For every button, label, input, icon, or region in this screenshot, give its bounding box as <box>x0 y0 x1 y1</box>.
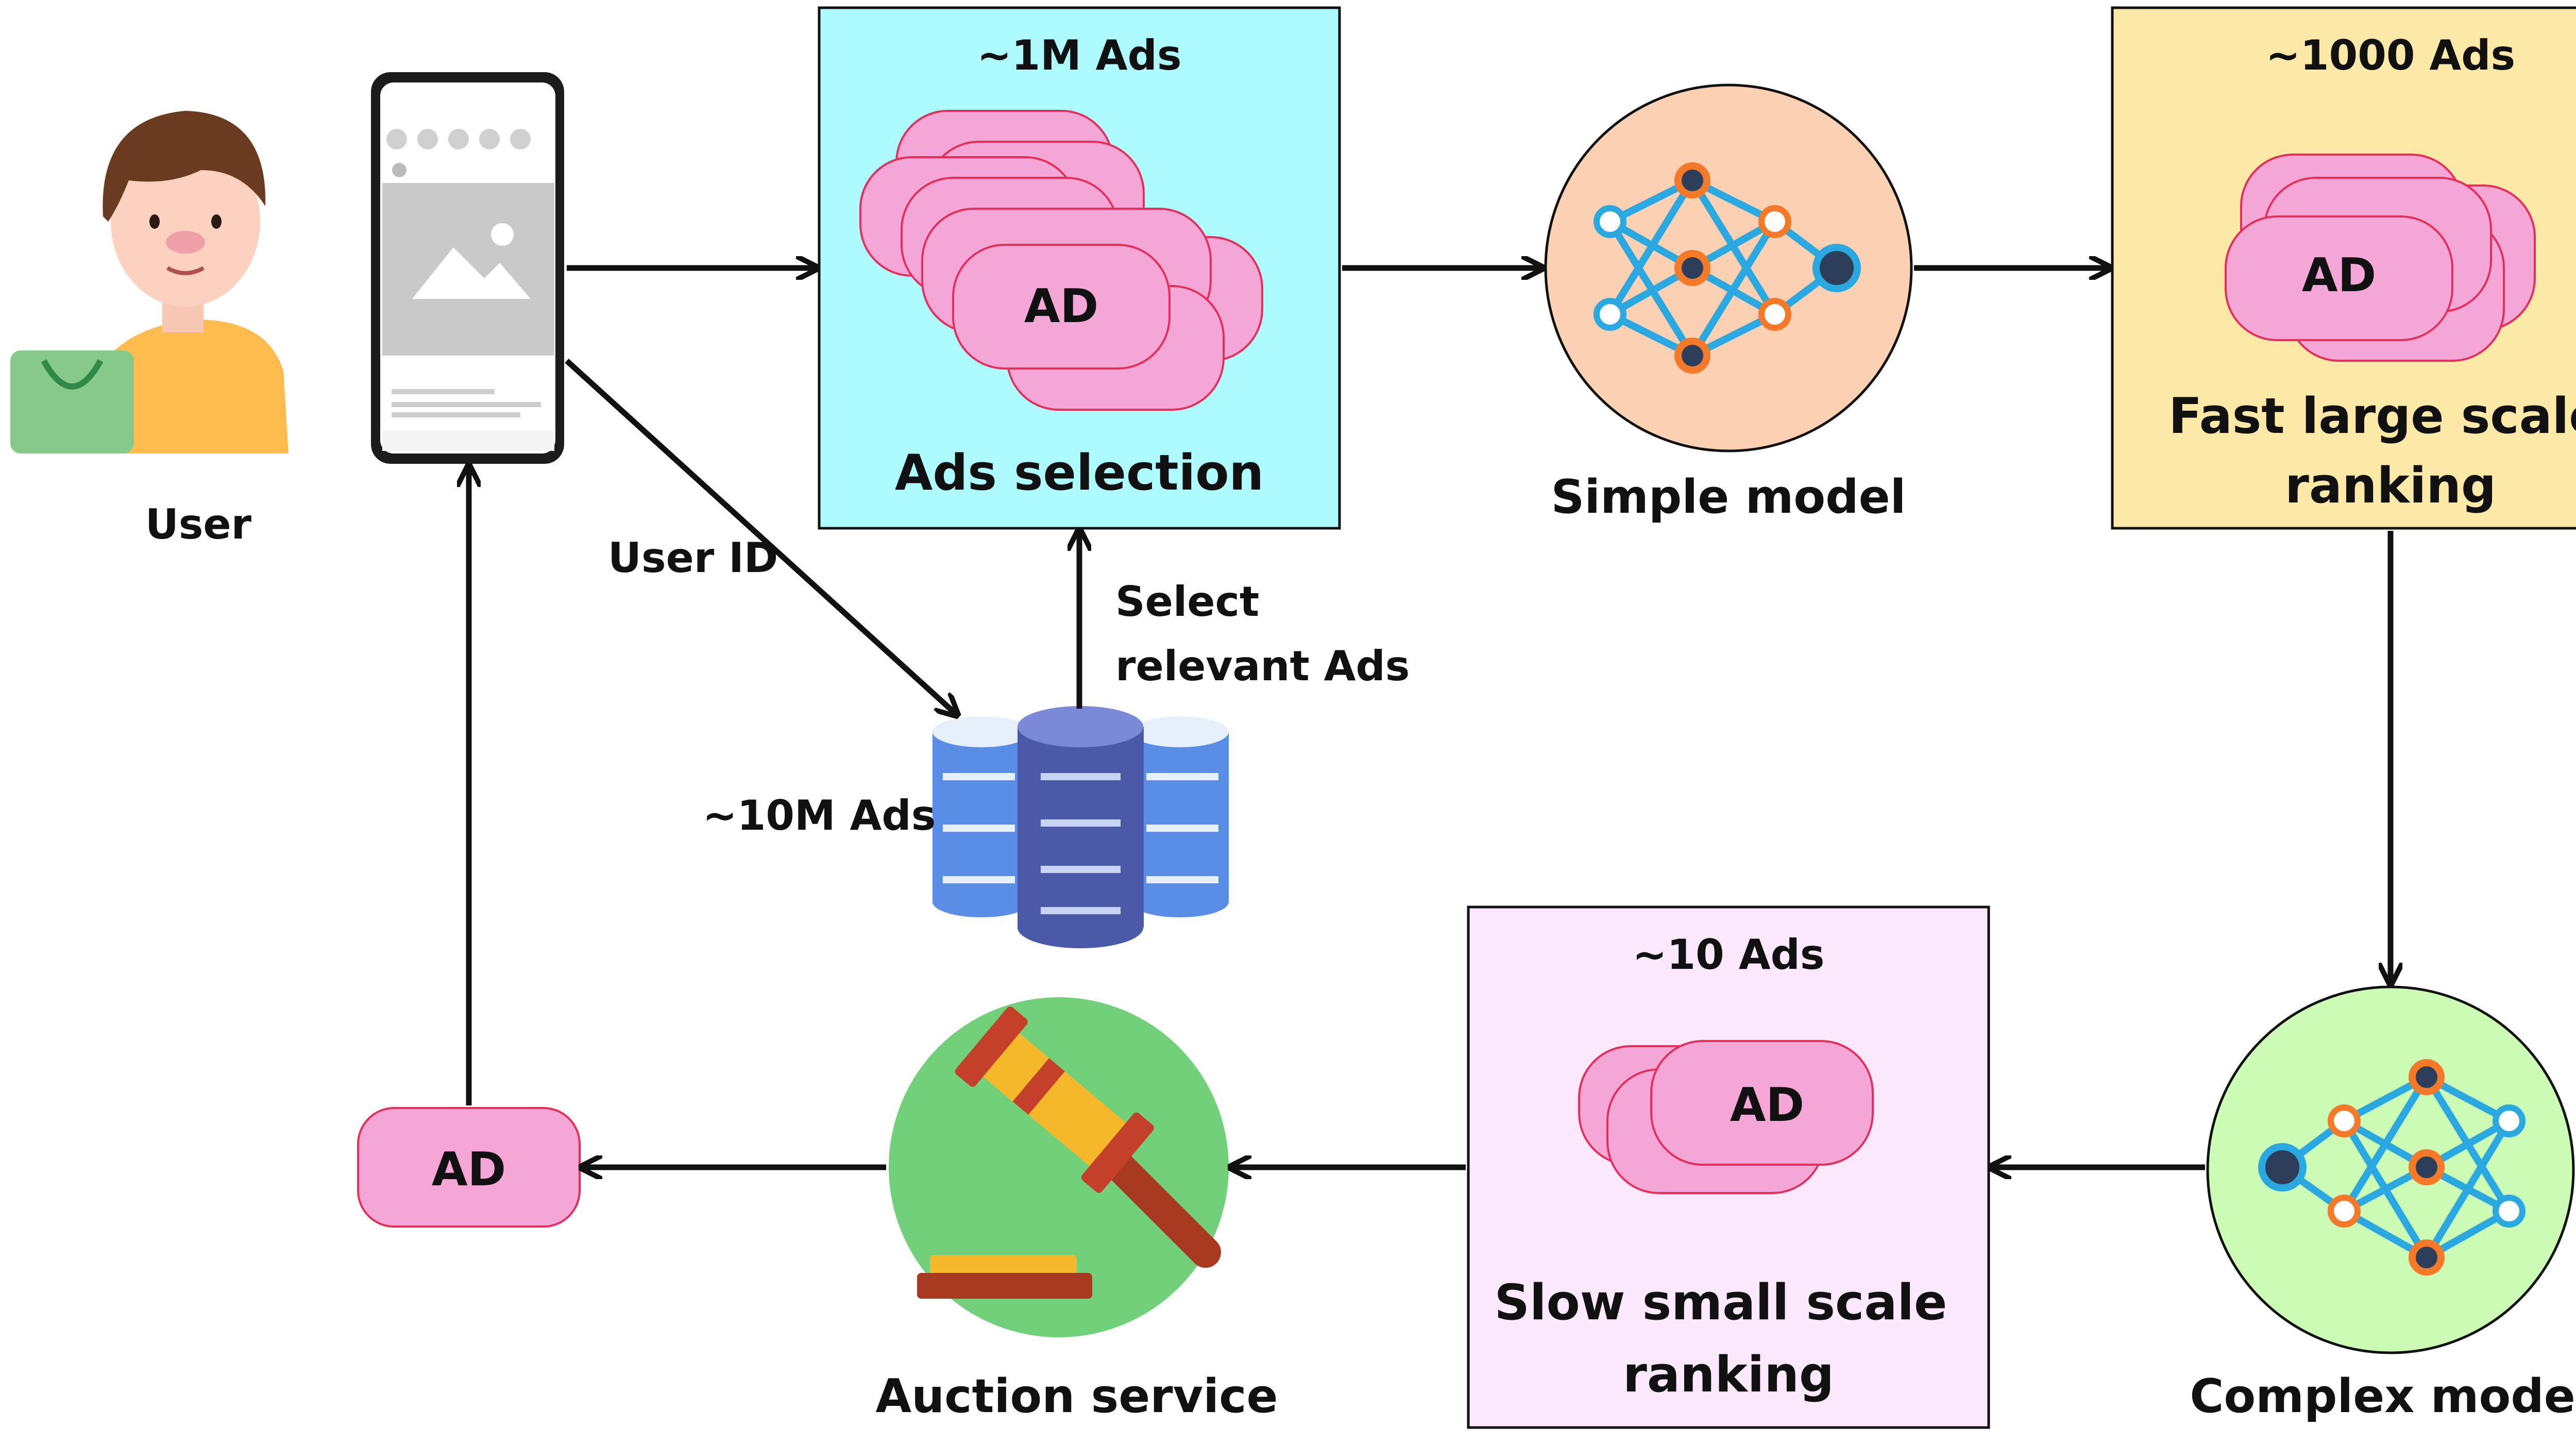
select-relevant-ads-line2: relevant Ads <box>1115 642 1410 690</box>
user-label: User <box>145 500 252 548</box>
final-ad-label: AD <box>432 1143 506 1197</box>
arrow-phone-to-database <box>565 358 956 714</box>
ads-selection-ad-label: AD <box>1024 279 1098 333</box>
gavel-icon <box>917 1006 1221 1299</box>
flow-arrows <box>469 268 2391 1167</box>
ad-card-stack <box>1578 1040 1874 1194</box>
auction-service-label: Auction service <box>875 1369 1278 1423</box>
fast-ranking-count: ~1000 Ads <box>2266 31 2515 79</box>
user-avatar-icon <box>10 111 289 454</box>
select-relevant-ads-line1: Select <box>1115 578 1259 626</box>
simple-model-circle <box>1544 83 1913 452</box>
slow-ranking-ad-label: AD <box>1730 1078 1804 1132</box>
complex-model-label: Complex model <box>2190 1369 2576 1423</box>
complex-model-circle <box>2206 985 2575 1354</box>
slow-ranking-label-line2: ranking <box>1623 1347 1834 1403</box>
slow-ranking-label-line1: Slow small scale <box>1495 1274 1947 1331</box>
simple-model-label: Simple model <box>1551 470 1906 524</box>
ad-card-stack <box>2225 154 2536 362</box>
user-id-label: User ID <box>608 534 778 582</box>
fast-ranking-ad-label: AD <box>2302 248 2376 303</box>
database-count: ~10M Ads <box>703 792 936 840</box>
slow-ranking-count: ~10 Ads <box>1632 931 1824 979</box>
fast-ranking-label-line1: Fast large scale <box>2168 388 2576 445</box>
ad-card-stack <box>859 110 1263 411</box>
ads-selection-count: ~1M Ads <box>977 31 1182 79</box>
phone-icon <box>371 72 564 464</box>
fast-ranking-label-line2: ranking <box>2285 458 2496 514</box>
database-icon <box>933 706 1229 948</box>
ads-selection-label: Ads selection <box>895 445 1264 501</box>
